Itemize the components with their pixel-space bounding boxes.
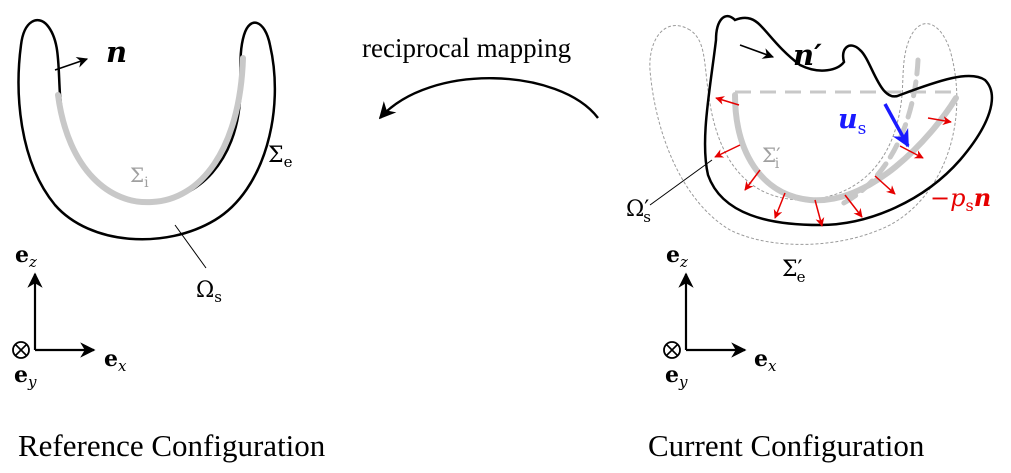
mapping-label: reciprocal mapping bbox=[362, 33, 571, 63]
displacement-label: us bbox=[838, 104, 866, 139]
omega-s-prime-label: Ω′s bbox=[626, 197, 651, 226]
ghost-reference-outline bbox=[649, 23, 958, 245]
reference-inner-surface bbox=[55, 55, 246, 206]
cur-axis-x-label: ex bbox=[754, 346, 777, 375]
current-axes bbox=[663, 272, 747, 359]
traction-arrow bbox=[715, 96, 740, 106]
traction-arrow bbox=[899, 145, 924, 159]
traction-arrow bbox=[874, 175, 896, 195]
omega-s-label: Ωs bbox=[196, 278, 222, 306]
traction-arrow bbox=[744, 169, 761, 191]
traction-arrow bbox=[714, 144, 741, 158]
reference-axes bbox=[12, 272, 96, 359]
current-outer-boundary bbox=[703, 14, 994, 227]
omega-s-leader bbox=[174, 224, 207, 269]
current-configuration bbox=[649, 14, 994, 245]
ref-normal-label: n bbox=[106, 35, 127, 69]
traction-arrow bbox=[927, 116, 952, 126]
ref-axis-z-label: ez bbox=[15, 242, 37, 271]
sigma-e-prime-label: Σ′e bbox=[782, 257, 806, 286]
ref-axis-y-into-page bbox=[12, 341, 30, 359]
ref-axis-y-label: ey bbox=[14, 362, 37, 391]
cur-axis-y-label: ey bbox=[665, 362, 688, 391]
traction-arrows bbox=[714, 96, 952, 227]
cur-axis-z-label: ez bbox=[666, 242, 688, 271]
traction-arrow bbox=[844, 194, 863, 218]
pressure-label: −psn bbox=[930, 183, 991, 215]
ref-axis-x-label: ex bbox=[104, 346, 127, 375]
traction-arrow bbox=[773, 192, 786, 219]
reference-normal-arrow bbox=[54, 56, 89, 71]
displacement-arrow bbox=[883, 103, 910, 148]
reference-configuration-caption: Reference Configuration bbox=[18, 428, 326, 463]
current-normal-arrow bbox=[739, 44, 775, 59]
sigma-i-label: Σi bbox=[130, 163, 149, 191]
cur-normal-label: n′ bbox=[793, 38, 822, 72]
cur-axis-y-into-page bbox=[663, 341, 681, 359]
reference-configuration bbox=[17, 19, 277, 269]
omega-s-prime-leader bbox=[649, 159, 713, 206]
current-configuration-caption: Current Configuration bbox=[648, 428, 925, 463]
reference-outer-boundary bbox=[17, 19, 277, 241]
sigma-i-prime-label: Σ′i bbox=[762, 143, 781, 172]
sigma-e-label: Σe bbox=[268, 143, 293, 171]
current-inner-surface bbox=[732, 92, 959, 204]
traction-arrow bbox=[814, 199, 825, 227]
reciprocal-mapping-arrow bbox=[378, 77, 599, 120]
